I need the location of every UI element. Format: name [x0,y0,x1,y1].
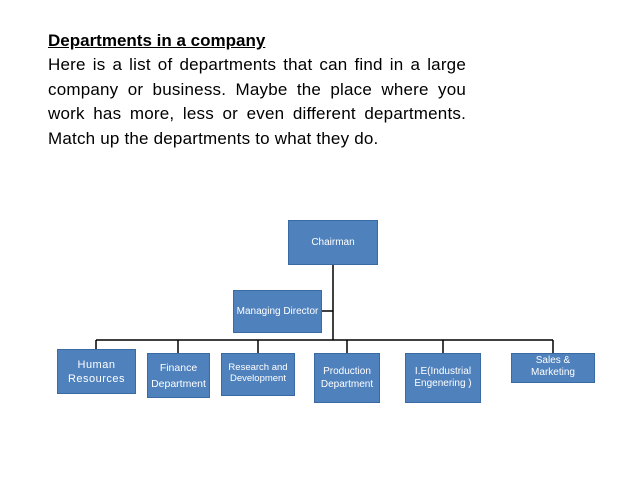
finance-box: Finance Department [147,353,210,398]
managing-director-box: Managing Director [233,290,322,333]
sales-marketing-box: Sales & Marketing [511,353,595,383]
industrial-engineering-label: I.E(Industrial Engenering ) [414,366,472,389]
finance-label: Finance Department [151,362,206,390]
production-label: Production Department [320,366,374,390]
chairman-box: Chairman [288,220,378,265]
human-resources-box: Human Resources [57,349,136,394]
chairman-label: Chairman [311,236,355,248]
managing-director-label: Managing Director [236,305,319,317]
human-resources-label: Human Resources [67,358,126,385]
research-development-label: Research and Development [228,362,288,384]
research-development-box: Research and Development [221,353,295,396]
page-heading: Departments in a company [48,31,266,50]
production-box: Production Department [314,353,380,403]
sales-marketing-label: Sales & Marketing [531,355,575,378]
industrial-engineering-box: I.E(Industrial Engenering ) [405,353,481,403]
intro-paragraph: Here is a list of departments that can f… [48,55,466,148]
